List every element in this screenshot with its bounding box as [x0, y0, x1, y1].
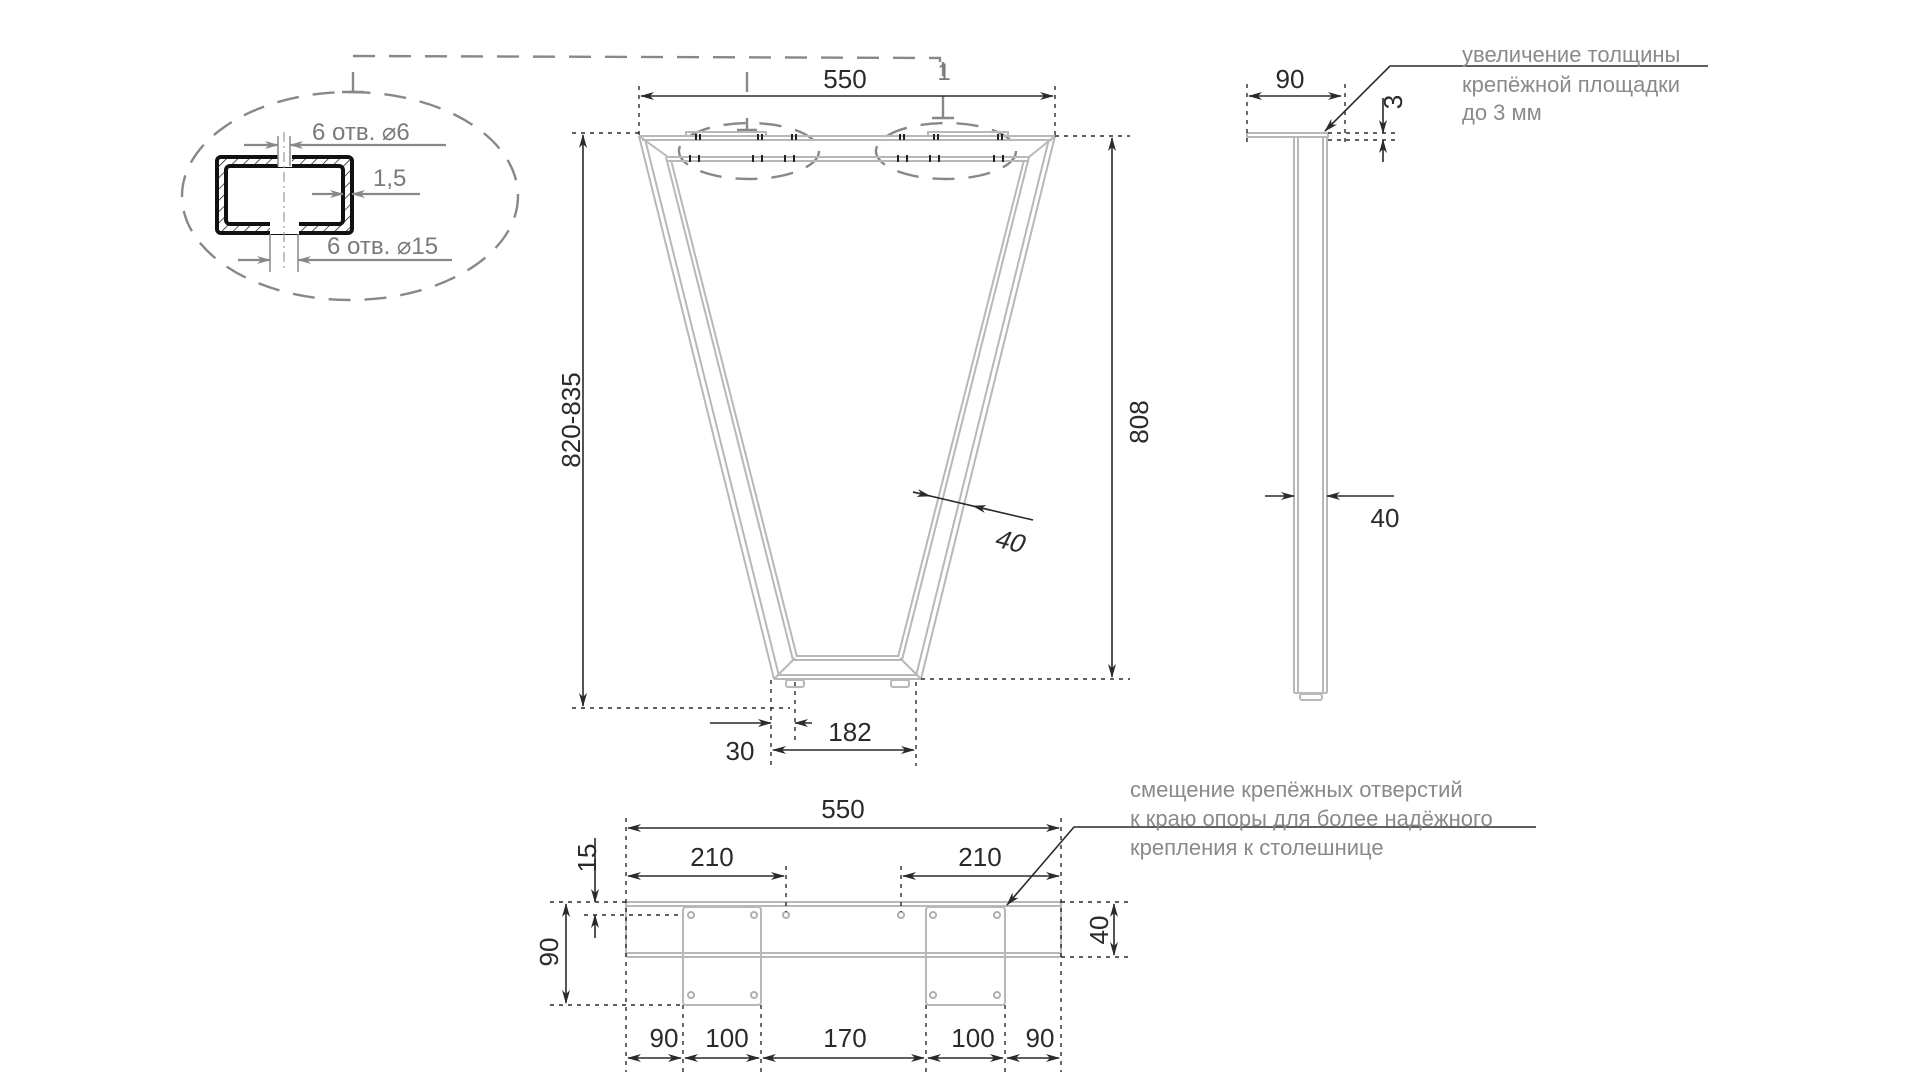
plate-callout-left — [677, 121, 821, 181]
plate-width-label: 90 — [1276, 64, 1305, 94]
offset-note-line-1: смещение крепёжных отверстий — [1130, 777, 1463, 802]
section-leader-line — [352, 54, 942, 62]
foot-offset-label: 30 — [726, 736, 755, 766]
bottom-width-label: 182 — [828, 717, 871, 747]
total-height-label: 820-835 — [556, 372, 586, 467]
thickness-note-line-1: увеличение толщины — [1462, 42, 1680, 67]
wall-thickness-label: 1,5 — [373, 165, 406, 192]
hole-offset-label: 15 — [572, 844, 602, 873]
segment-label-2: 100 — [705, 1023, 748, 1053]
hole-distance-right-label: 210 — [958, 842, 1001, 872]
hole-distance-left-label: 210 — [690, 842, 733, 872]
tube-cross-section — [215, 132, 354, 272]
profile-width-label: 40 — [990, 524, 1031, 558]
large-hole-dimension: 6 отв. ⌀15 — [238, 233, 452, 272]
leg-frame — [638, 131, 1056, 688]
thickness-note-line-2: крепёжной площадки — [1462, 72, 1680, 97]
front-width-label: 550 — [823, 64, 866, 94]
segment-label-4: 100 — [951, 1023, 994, 1053]
segment-label-1: 90 — [650, 1023, 679, 1053]
frame-height-label: 808 — [1124, 400, 1154, 443]
thickness-note-line-3: до 3 мм — [1462, 100, 1542, 125]
bolt-marks — [689, 134, 1004, 162]
offset-note-line-2: к краю опоры для более надёжного — [1130, 806, 1493, 831]
small-holes-label: 6 отв. ⌀6 — [312, 119, 410, 146]
large-holes-label: 6 отв. ⌀15 — [327, 233, 438, 260]
segment-label-3: 170 — [823, 1023, 866, 1053]
side-view: 90 3 увеличение толщины крепёжной площад… — [1246, 42, 1708, 701]
beam-depth-label: 40 — [1084, 916, 1114, 945]
profile-depth-label: 40 — [1371, 503, 1400, 533]
section-detail: 6 отв. ⌀6 1,5 6 отв. ⌀15 — [180, 54, 942, 302]
small-hole-dimension: 6 отв. ⌀6 — [244, 119, 446, 166]
top-view: 550 210 210 15 90 40 90 100 — [534, 777, 1536, 1072]
plate-depth-label: 90 — [534, 938, 564, 967]
segment-label-5: 90 — [1026, 1023, 1055, 1053]
wall-thickness-dimension: 1,5 — [312, 165, 420, 198]
side-foot — [1299, 693, 1323, 701]
offset-note-line-3: крепления к столешнице — [1130, 835, 1384, 860]
section-marker-label: 1 — [937, 59, 950, 86]
thickness-note-leader — [1324, 65, 1708, 132]
mounting-holes — [687, 911, 1001, 999]
offset-note-leader — [1006, 826, 1536, 906]
mounting-plate-right — [925, 906, 1006, 1006]
plate-thickness-label: 3 — [1378, 95, 1408, 109]
top-overall-width-label: 550 — [821, 794, 864, 824]
plate-callout-right — [874, 121, 1018, 181]
top-beam — [625, 901, 1062, 958]
mounting-plate-left — [682, 906, 762, 1006]
mounting-plate — [1246, 132, 1329, 138]
front-view: 1 — [556, 59, 1154, 766]
